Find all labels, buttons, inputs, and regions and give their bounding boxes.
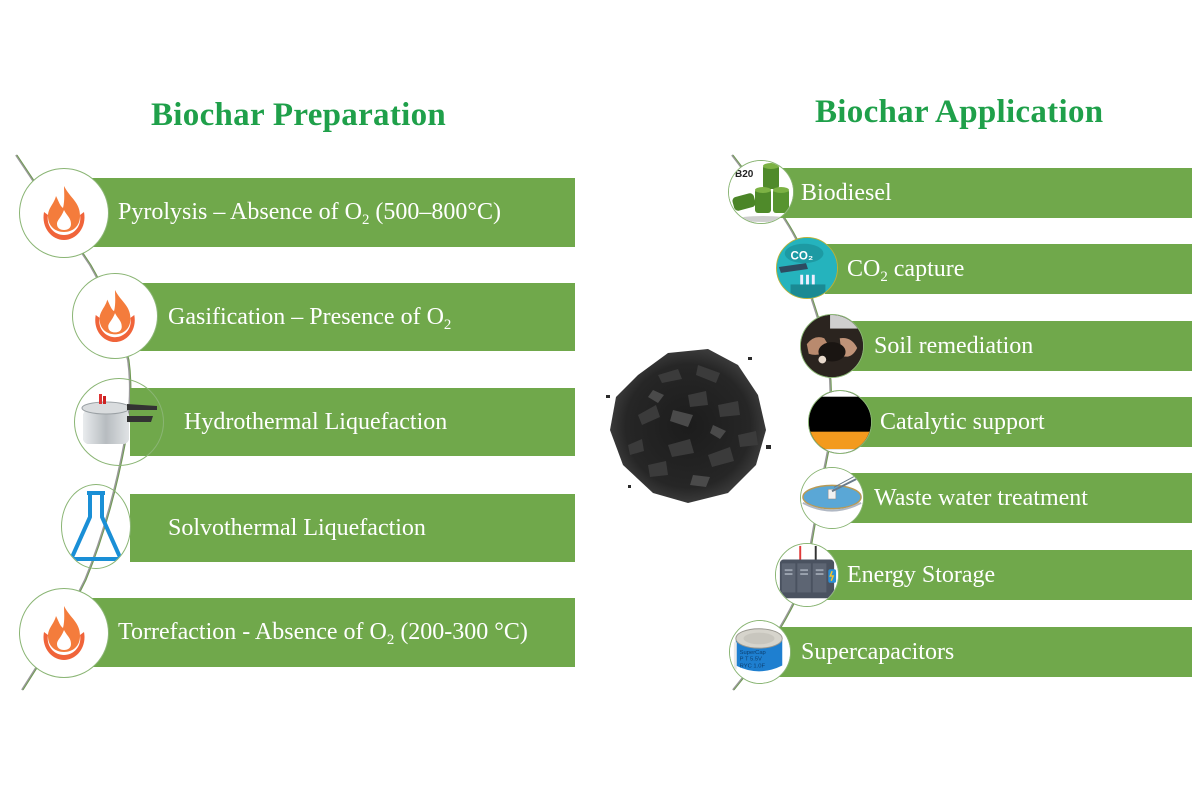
application-title: Biochar Application: [815, 94, 1104, 130]
flame-icon: [72, 273, 158, 359]
app-item-biodiesel: Biodiesel: [775, 168, 1192, 218]
prep-item-gasification: Gasification – Presence of O2: [130, 283, 575, 351]
prep-item-label: Gasification – Presence of O: [168, 303, 444, 330]
svg-text:B20: B20: [735, 169, 754, 180]
prep-item-pyrolysis: Pyrolysis – Absence of O2 (500–800°C): [80, 178, 575, 247]
svg-text:CO₂: CO₂: [791, 249, 814, 262]
app-item-label: Supercapacitors: [801, 638, 955, 665]
battery-storage-icon: [775, 543, 839, 607]
app-item-label: Catalytic support: [880, 408, 1045, 435]
prep-item-solvothermal: Solvothermal Liquefaction: [130, 494, 575, 562]
catalyst-layers-icon: [808, 390, 872, 454]
prep-item-torrefaction: Torrefaction - Absence of O2 (200-300 °C…: [80, 598, 575, 667]
prep-item-hydrothermal: Hydrothermal Liquefaction: [130, 388, 575, 456]
flame-icon: [19, 588, 109, 678]
prep-item-label: Torrefaction - Absence of O: [118, 619, 387, 645]
preparation-title: Biochar Preparation: [151, 97, 447, 133]
biochar-pile-image: [606, 349, 771, 503]
flask-icon: [61, 484, 131, 569]
app-item-energy-storage: Energy Storage: [825, 550, 1192, 600]
prep-item-label: Solvothermal Liquefaction: [168, 514, 426, 541]
app-item-label: Waste water treatment: [874, 484, 1088, 511]
co2-factory-icon: CO₂: [776, 237, 838, 299]
biodiesel-barrels-icon: B20: [728, 160, 794, 224]
app-item-soil-remediation: Soil remediation: [850, 321, 1192, 371]
app-item-supercapacitors: Supercapacitors: [775, 627, 1192, 677]
app-item-waste-water: Waste water treatment: [850, 473, 1192, 523]
app-item-label: Energy Storage: [847, 561, 996, 588]
app-item-co2-capture: CO2 capture: [825, 244, 1192, 294]
water-treatment-tank-icon: [800, 467, 864, 529]
prep-item-label: Pyrolysis – Absence of O: [118, 199, 362, 225]
svg-text:SuperCap: SuperCap: [740, 650, 766, 656]
app-item-label: Soil remediation: [874, 332, 1034, 359]
app-item-label: CO: [847, 255, 881, 282]
app-item-label: Biodiesel: [801, 179, 892, 206]
prep-item-label: Hydrothermal Liquefaction: [184, 408, 448, 435]
app-item-catalytic-support: Catalytic support: [858, 397, 1192, 447]
pressure-cooker-icon: [74, 378, 164, 466]
svg-text:P T 5.5V: P T 5.5V: [740, 657, 762, 663]
flame-icon: [19, 168, 109, 258]
svg-text:RYC 1.0F: RYC 1.0F: [740, 663, 766, 669]
soil-hands-icon: [800, 314, 864, 378]
